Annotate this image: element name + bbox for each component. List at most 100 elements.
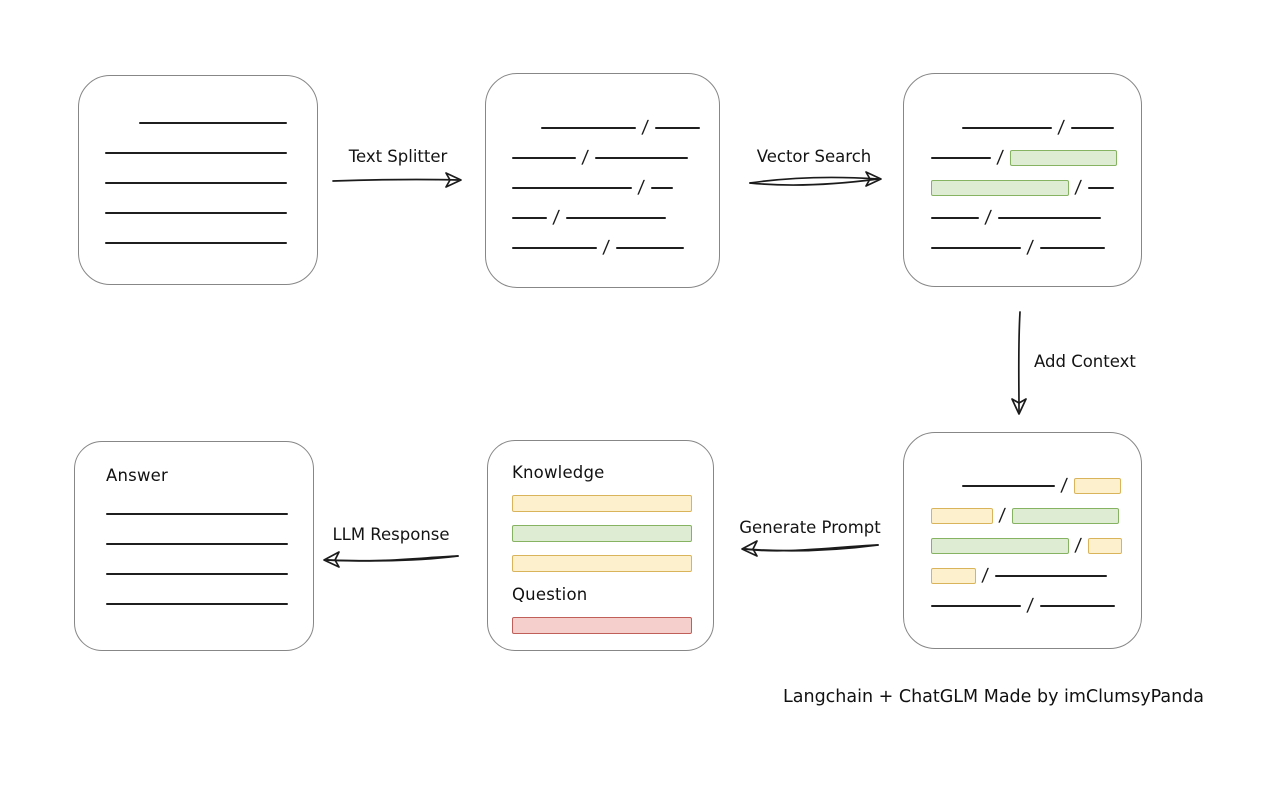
slash-separator: / — [580, 147, 590, 168]
add-context-label: Add Context — [1034, 352, 1136, 371]
text-line — [651, 187, 674, 189]
question-bars — [512, 617, 692, 634]
yellow-bar — [512, 555, 692, 572]
text-splitter-arrow — [332, 172, 462, 188]
text-line — [105, 242, 287, 244]
text-row: / — [512, 233, 695, 263]
answer-box: Answer — [74, 441, 314, 651]
text-line — [962, 127, 1052, 129]
prompt-box: Knowledge Question — [487, 440, 714, 651]
slash-separator: / — [640, 117, 650, 138]
vector-search-arrow — [749, 171, 882, 187]
add-context-arrow — [1011, 311, 1027, 415]
text-line — [105, 152, 287, 154]
yellow-chunk — [931, 568, 976, 584]
text-line — [566, 217, 667, 219]
vector-search-label: Vector Search — [756, 147, 872, 166]
text-line — [995, 575, 1108, 577]
text-line — [595, 157, 689, 159]
text-line — [106, 513, 288, 515]
knowledge-bars — [512, 495, 692, 572]
slash-separator: / — [636, 177, 646, 198]
green-chunk — [1010, 150, 1118, 166]
slash-separator: / — [1056, 117, 1066, 138]
text-line — [931, 217, 979, 219]
slash-separator: / — [551, 207, 561, 228]
text-row: / — [512, 143, 695, 173]
llm-response-arrow — [323, 551, 459, 568]
text-row — [105, 198, 291, 228]
red-bar — [512, 617, 692, 634]
green-chunk — [931, 538, 1069, 554]
text-line — [931, 157, 991, 159]
text-line — [106, 543, 288, 545]
text-line — [512, 187, 632, 189]
text-row: / — [931, 173, 1117, 203]
slash-separator: / — [1073, 177, 1083, 198]
text-row: / — [541, 113, 701, 143]
generate-prompt-label: Generate Prompt — [739, 518, 881, 537]
yellow-chunk — [1074, 478, 1122, 494]
text-row: / — [931, 561, 1117, 591]
slash-separator: / — [1025, 595, 1035, 616]
search-result-box: / / / / / — [903, 73, 1142, 287]
text-row — [105, 168, 291, 198]
context-box: / / / / / — [903, 432, 1142, 649]
answer-lines — [106, 513, 288, 605]
text-line — [512, 247, 597, 249]
text-line — [1071, 127, 1115, 129]
text-line — [616, 247, 685, 249]
text-line — [105, 182, 287, 184]
text-line — [1040, 247, 1106, 249]
text-line — [512, 157, 576, 159]
text-line — [931, 247, 1021, 249]
slash-separator: / — [980, 565, 990, 586]
answer-heading: Answer — [106, 466, 168, 485]
llm-response-label: LLM Response — [332, 525, 450, 544]
text-line — [1040, 605, 1116, 607]
text-row — [105, 228, 291, 258]
text-line — [1088, 187, 1115, 189]
document-box — [78, 75, 318, 285]
context-rows: / / / / / — [904, 433, 1141, 621]
text-row: / — [931, 501, 1120, 531]
text-row: / — [931, 591, 1117, 621]
text-line — [512, 217, 547, 219]
text-line — [998, 217, 1102, 219]
text-row — [105, 138, 291, 168]
text-line — [655, 127, 701, 129]
text-row: / — [931, 203, 1117, 233]
text-line — [541, 127, 636, 129]
question-heading: Question — [512, 585, 588, 604]
split-text-box: / / / / / — [485, 73, 720, 288]
generate-prompt-arrow — [741, 540, 879, 557]
knowledge-heading: Knowledge — [512, 463, 605, 482]
text-row: / — [962, 471, 1122, 501]
split-text-rows: / / / / / — [486, 74, 719, 263]
text-row: / — [512, 203, 695, 233]
green-bar — [512, 525, 692, 542]
green-chunk — [1012, 508, 1120, 524]
text-line — [931, 605, 1021, 607]
text-line — [106, 573, 288, 575]
text-line — [105, 212, 287, 214]
slash-separator: / — [601, 237, 611, 258]
slash-separator: / — [1025, 237, 1035, 258]
text-row: / — [962, 113, 1117, 143]
yellow-bar — [512, 495, 692, 512]
slash-separator: / — [1059, 475, 1069, 496]
text-line — [962, 485, 1055, 487]
text-row: / — [931, 531, 1123, 561]
text-row — [139, 108, 291, 138]
document-rows — [79, 76, 317, 258]
yellow-chunk — [931, 508, 993, 524]
yellow-chunk — [1088, 538, 1123, 554]
caption: Langchain + ChatGLM Made by imClumsyPand… — [783, 687, 1205, 707]
text-row: / — [931, 143, 1118, 173]
slash-separator: / — [995, 147, 1005, 168]
slash-separator: / — [1073, 535, 1083, 556]
slash-separator: / — [997, 505, 1007, 526]
slash-separator: / — [983, 207, 993, 228]
text-splitter-label: Text Splitter — [348, 147, 448, 166]
